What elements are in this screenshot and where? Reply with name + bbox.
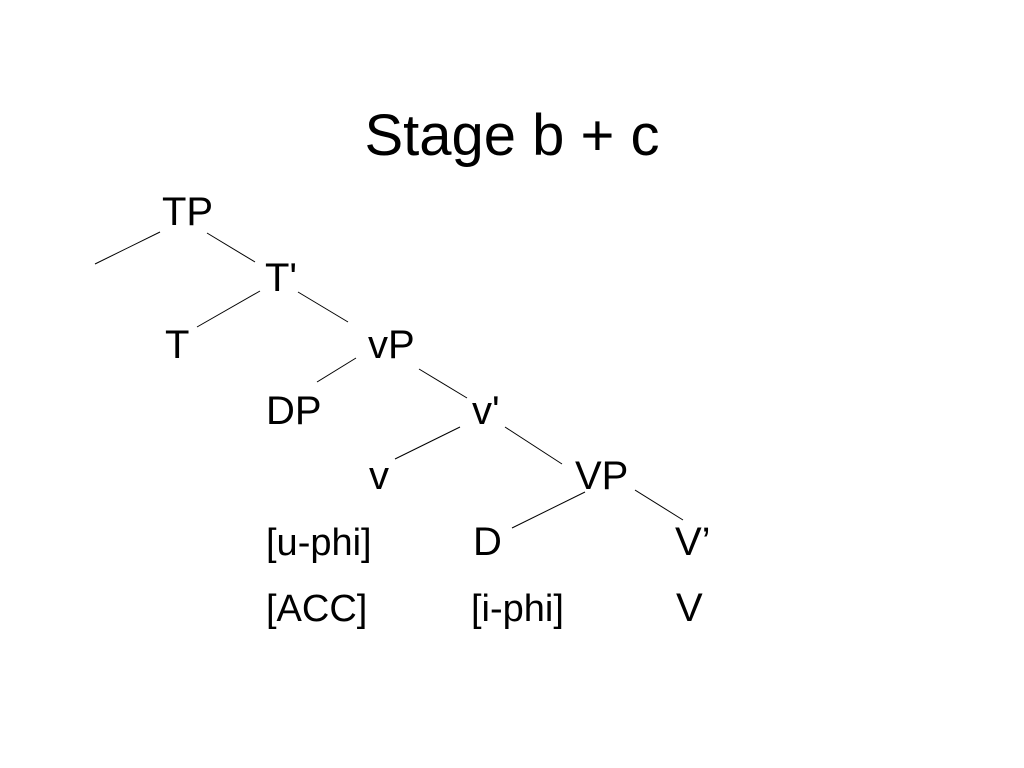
branch-tbar-t [196,290,261,328]
node-dp: DP [266,389,322,433]
branch-vp-d [511,491,586,529]
node-t-bar: T' [265,256,298,300]
branch-vp-dp [316,357,357,383]
slide-title: Stage b + c [364,102,660,168]
node-i-phi-feature: [i-phi] [471,588,564,630]
node-tp: TP [162,190,214,234]
node-u-phi-feature: [u-phi] [266,522,372,564]
branch-vp-vbar [418,368,468,399]
node-big-v-bar: V’ [675,520,711,564]
node-t: T [165,323,190,367]
node-v-bar: v' [472,389,500,433]
branch-tbar-vp [297,291,349,323]
branch-vbar-v [394,426,461,460]
branch-tp-left [94,231,161,265]
node-d: D [473,520,502,564]
node-big-v: V [676,586,703,630]
node-acc-feature: [ACC] [266,588,368,630]
branch-vp-vbar-big [634,489,684,521]
node-big-vp: VP [575,454,629,498]
node-little-v: v [369,454,389,498]
node-little-vp: vP [368,323,415,367]
branch-tp-tbar [206,232,256,263]
branch-vbar-vp [504,426,563,465]
